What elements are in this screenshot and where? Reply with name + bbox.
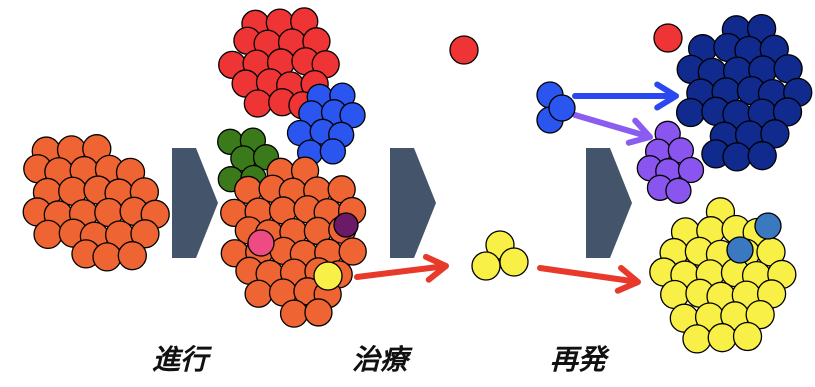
cell (244, 279, 273, 308)
cell-yellow-progressed (313, 261, 343, 291)
cell (339, 102, 366, 129)
cell (732, 321, 763, 352)
cell (760, 119, 790, 149)
cell (707, 323, 737, 353)
cell (675, 97, 706, 128)
cell (243, 89, 272, 118)
cell-purple (333, 212, 359, 238)
label-treatment: 治療 (352, 343, 409, 376)
cluster-yellow-relapse (649, 197, 797, 354)
cell-pink (247, 229, 275, 257)
cell (677, 156, 705, 184)
cluster-orange-progressed (220, 156, 367, 328)
cell (130, 219, 160, 249)
arrow-right-icon-blue (572, 81, 679, 111)
cell (304, 298, 333, 327)
chevron-right-icon-3 (586, 148, 632, 258)
cell (92, 242, 122, 272)
cell (682, 324, 712, 354)
cell-steelblue-relapse-1 (754, 212, 782, 240)
label-relapse: 再発 (550, 343, 607, 376)
cell-red-survivor (449, 35, 479, 65)
arrow-right-icon-red-1 (354, 253, 449, 283)
label-progression: 進行 (152, 343, 209, 376)
cell (33, 219, 63, 250)
cell (745, 299, 775, 330)
cluster-initial-orange (22, 134, 170, 272)
cell (338, 237, 367, 266)
cell (722, 142, 752, 172)
arrow-right-icon-red-2 (537, 264, 641, 294)
cluster-red (218, 7, 340, 120)
arrow-right-icon-violet (572, 112, 653, 146)
cells-layer (22, 7, 813, 354)
chevron-right-icon-1 (172, 148, 218, 258)
cell (279, 299, 309, 328)
cell-yellow-survivor-2 (471, 251, 501, 281)
cluster-violet-relapse (636, 120, 705, 204)
cell (319, 138, 347, 165)
cell-blue-survivor-3 (548, 94, 576, 122)
cell (747, 141, 777, 171)
cell (117, 241, 147, 271)
cluster-navy-relapse (675, 13, 813, 172)
arrows-layer (172, 81, 679, 294)
cell (665, 177, 692, 204)
cell-red-relapse (653, 23, 683, 53)
cell-yellow-survivor-3 (499, 247, 529, 277)
chevron-right-icon-2 (390, 148, 436, 258)
cell-steelblue-relapse-2 (726, 236, 754, 264)
cell (772, 97, 803, 127)
